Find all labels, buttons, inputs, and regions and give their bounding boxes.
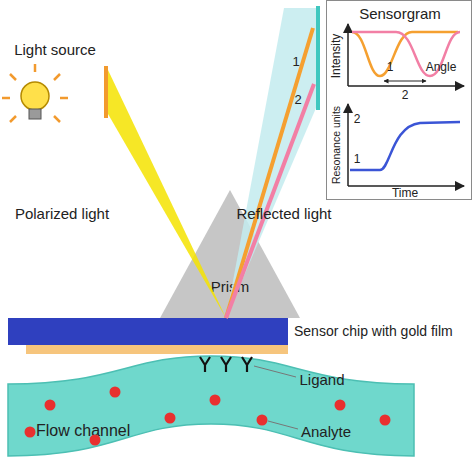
chip-band bbox=[8, 318, 288, 345]
flow-channel: Flow channel bbox=[8, 352, 414, 464]
ligand-label: Ligand bbox=[299, 372, 344, 389]
light-ray bbox=[2, 97, 10, 100]
polarizer bbox=[104, 66, 108, 118]
source-label: Light source bbox=[14, 42, 96, 59]
bulb-base bbox=[29, 109, 41, 119]
channel-outline bbox=[8, 352, 414, 464]
axis-label: 2 bbox=[402, 89, 409, 102]
light-ray bbox=[34, 64, 37, 72]
level-number: 1 bbox=[354, 153, 361, 166]
analyte-label: Analyte bbox=[301, 424, 351, 441]
sensor-chip: Sensor chip with gold film bbox=[8, 318, 470, 358]
light-ray bbox=[10, 116, 16, 122]
node-title: Flow channel bbox=[36, 422, 156, 440]
light-ray bbox=[60, 97, 68, 100]
node-title: Sensor chip with gold film bbox=[294, 323, 470, 339]
light-ray bbox=[10, 74, 16, 80]
channel-fill bbox=[8, 356, 414, 456]
detector bbox=[316, 6, 320, 110]
axis-label: Intensity bbox=[330, 34, 343, 79]
curve-number: 1 bbox=[387, 61, 394, 74]
curve-number: Angle bbox=[426, 61, 457, 74]
axis-label: Time bbox=[392, 187, 418, 200]
light-bulb bbox=[2, 64, 68, 122]
axis-label: Resonance units bbox=[331, 106, 343, 184]
gold-film bbox=[26, 345, 288, 354]
bulb-glass bbox=[21, 82, 49, 110]
sensorgram-panel: Sensorgram bbox=[326, 0, 472, 200]
level-number: 2 bbox=[354, 113, 361, 126]
node-title: Prism bbox=[160, 278, 300, 295]
node-title: Sensorgram bbox=[327, 5, 473, 22]
light-ray bbox=[54, 74, 60, 80]
callout-number: 1 bbox=[292, 55, 299, 69]
light-ray bbox=[54, 116, 60, 122]
beam-label: Polarized light bbox=[15, 206, 109, 223]
beam-label: Reflected light bbox=[236, 206, 331, 223]
callout-number: 2 bbox=[294, 93, 301, 107]
